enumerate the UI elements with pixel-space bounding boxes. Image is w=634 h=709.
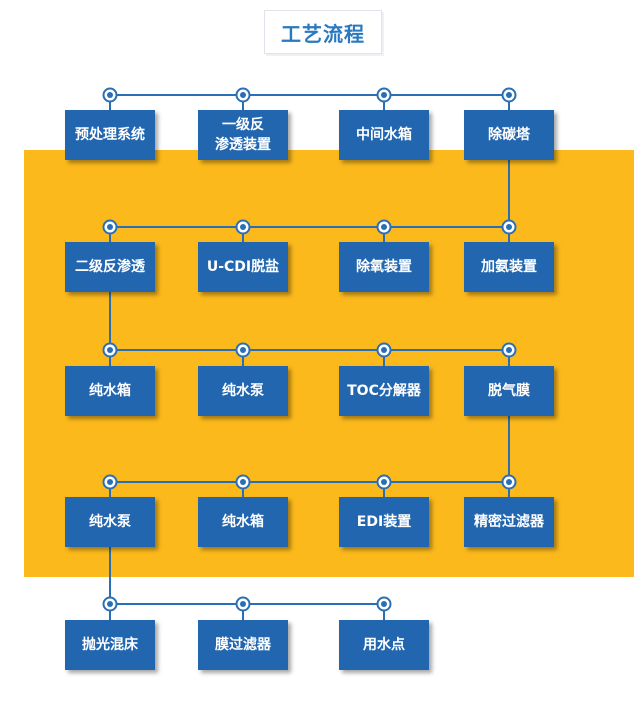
connector-dot bbox=[501, 87, 517, 103]
node-pure-pump-1: 纯水泵 bbox=[198, 366, 288, 416]
connector-dot bbox=[235, 342, 251, 358]
connector-dot bbox=[102, 474, 118, 490]
connector-dot bbox=[376, 219, 392, 235]
title-box: 工艺流程 bbox=[264, 10, 382, 54]
node-ammonia: 加氨装置 bbox=[464, 242, 554, 292]
node-toc: TOC分解器 bbox=[339, 366, 429, 416]
connector-dot bbox=[102, 87, 118, 103]
connector-dot bbox=[235, 219, 251, 235]
node-pure-tank-2: 纯水箱 bbox=[198, 497, 288, 547]
node-pure-pump-2: 纯水泵 bbox=[65, 497, 155, 547]
connector-dot bbox=[376, 474, 392, 490]
node-membrane-filter: 膜过滤器 bbox=[198, 620, 288, 670]
connector-dot bbox=[102, 596, 118, 612]
node-deox: 除氧装置 bbox=[339, 242, 429, 292]
node-degas: 脱气膜 bbox=[464, 366, 554, 416]
node-ro2: 二级反渗透 bbox=[65, 242, 155, 292]
node-ucdi: U-CDI脱盐 bbox=[198, 242, 288, 292]
node-ro1: 一级反 渗透装置 bbox=[198, 110, 288, 160]
connector-dot bbox=[235, 596, 251, 612]
connector-dot bbox=[376, 87, 392, 103]
connector-dot bbox=[376, 342, 392, 358]
node-precision-filter: 精密过滤器 bbox=[464, 497, 554, 547]
node-point-of-use: 用水点 bbox=[339, 620, 429, 670]
node-pretreatment: 预处理系统 bbox=[65, 110, 155, 160]
page-title: 工艺流程 bbox=[281, 21, 365, 46]
node-polish-bed: 抛光混床 bbox=[65, 620, 155, 670]
node-mid-tank: 中间水箱 bbox=[339, 110, 429, 160]
connector-dot bbox=[102, 219, 118, 235]
connector-dot bbox=[235, 87, 251, 103]
connector-dot bbox=[376, 596, 392, 612]
connector-dot bbox=[501, 342, 517, 358]
node-pure-tank-1: 纯水箱 bbox=[65, 366, 155, 416]
node-decarb: 除碳塔 bbox=[464, 110, 554, 160]
connector-dot bbox=[501, 474, 517, 490]
node-edi: EDI装置 bbox=[339, 497, 429, 547]
connector-dot bbox=[235, 474, 251, 490]
connector-dot bbox=[102, 342, 118, 358]
connector-dot bbox=[501, 219, 517, 235]
